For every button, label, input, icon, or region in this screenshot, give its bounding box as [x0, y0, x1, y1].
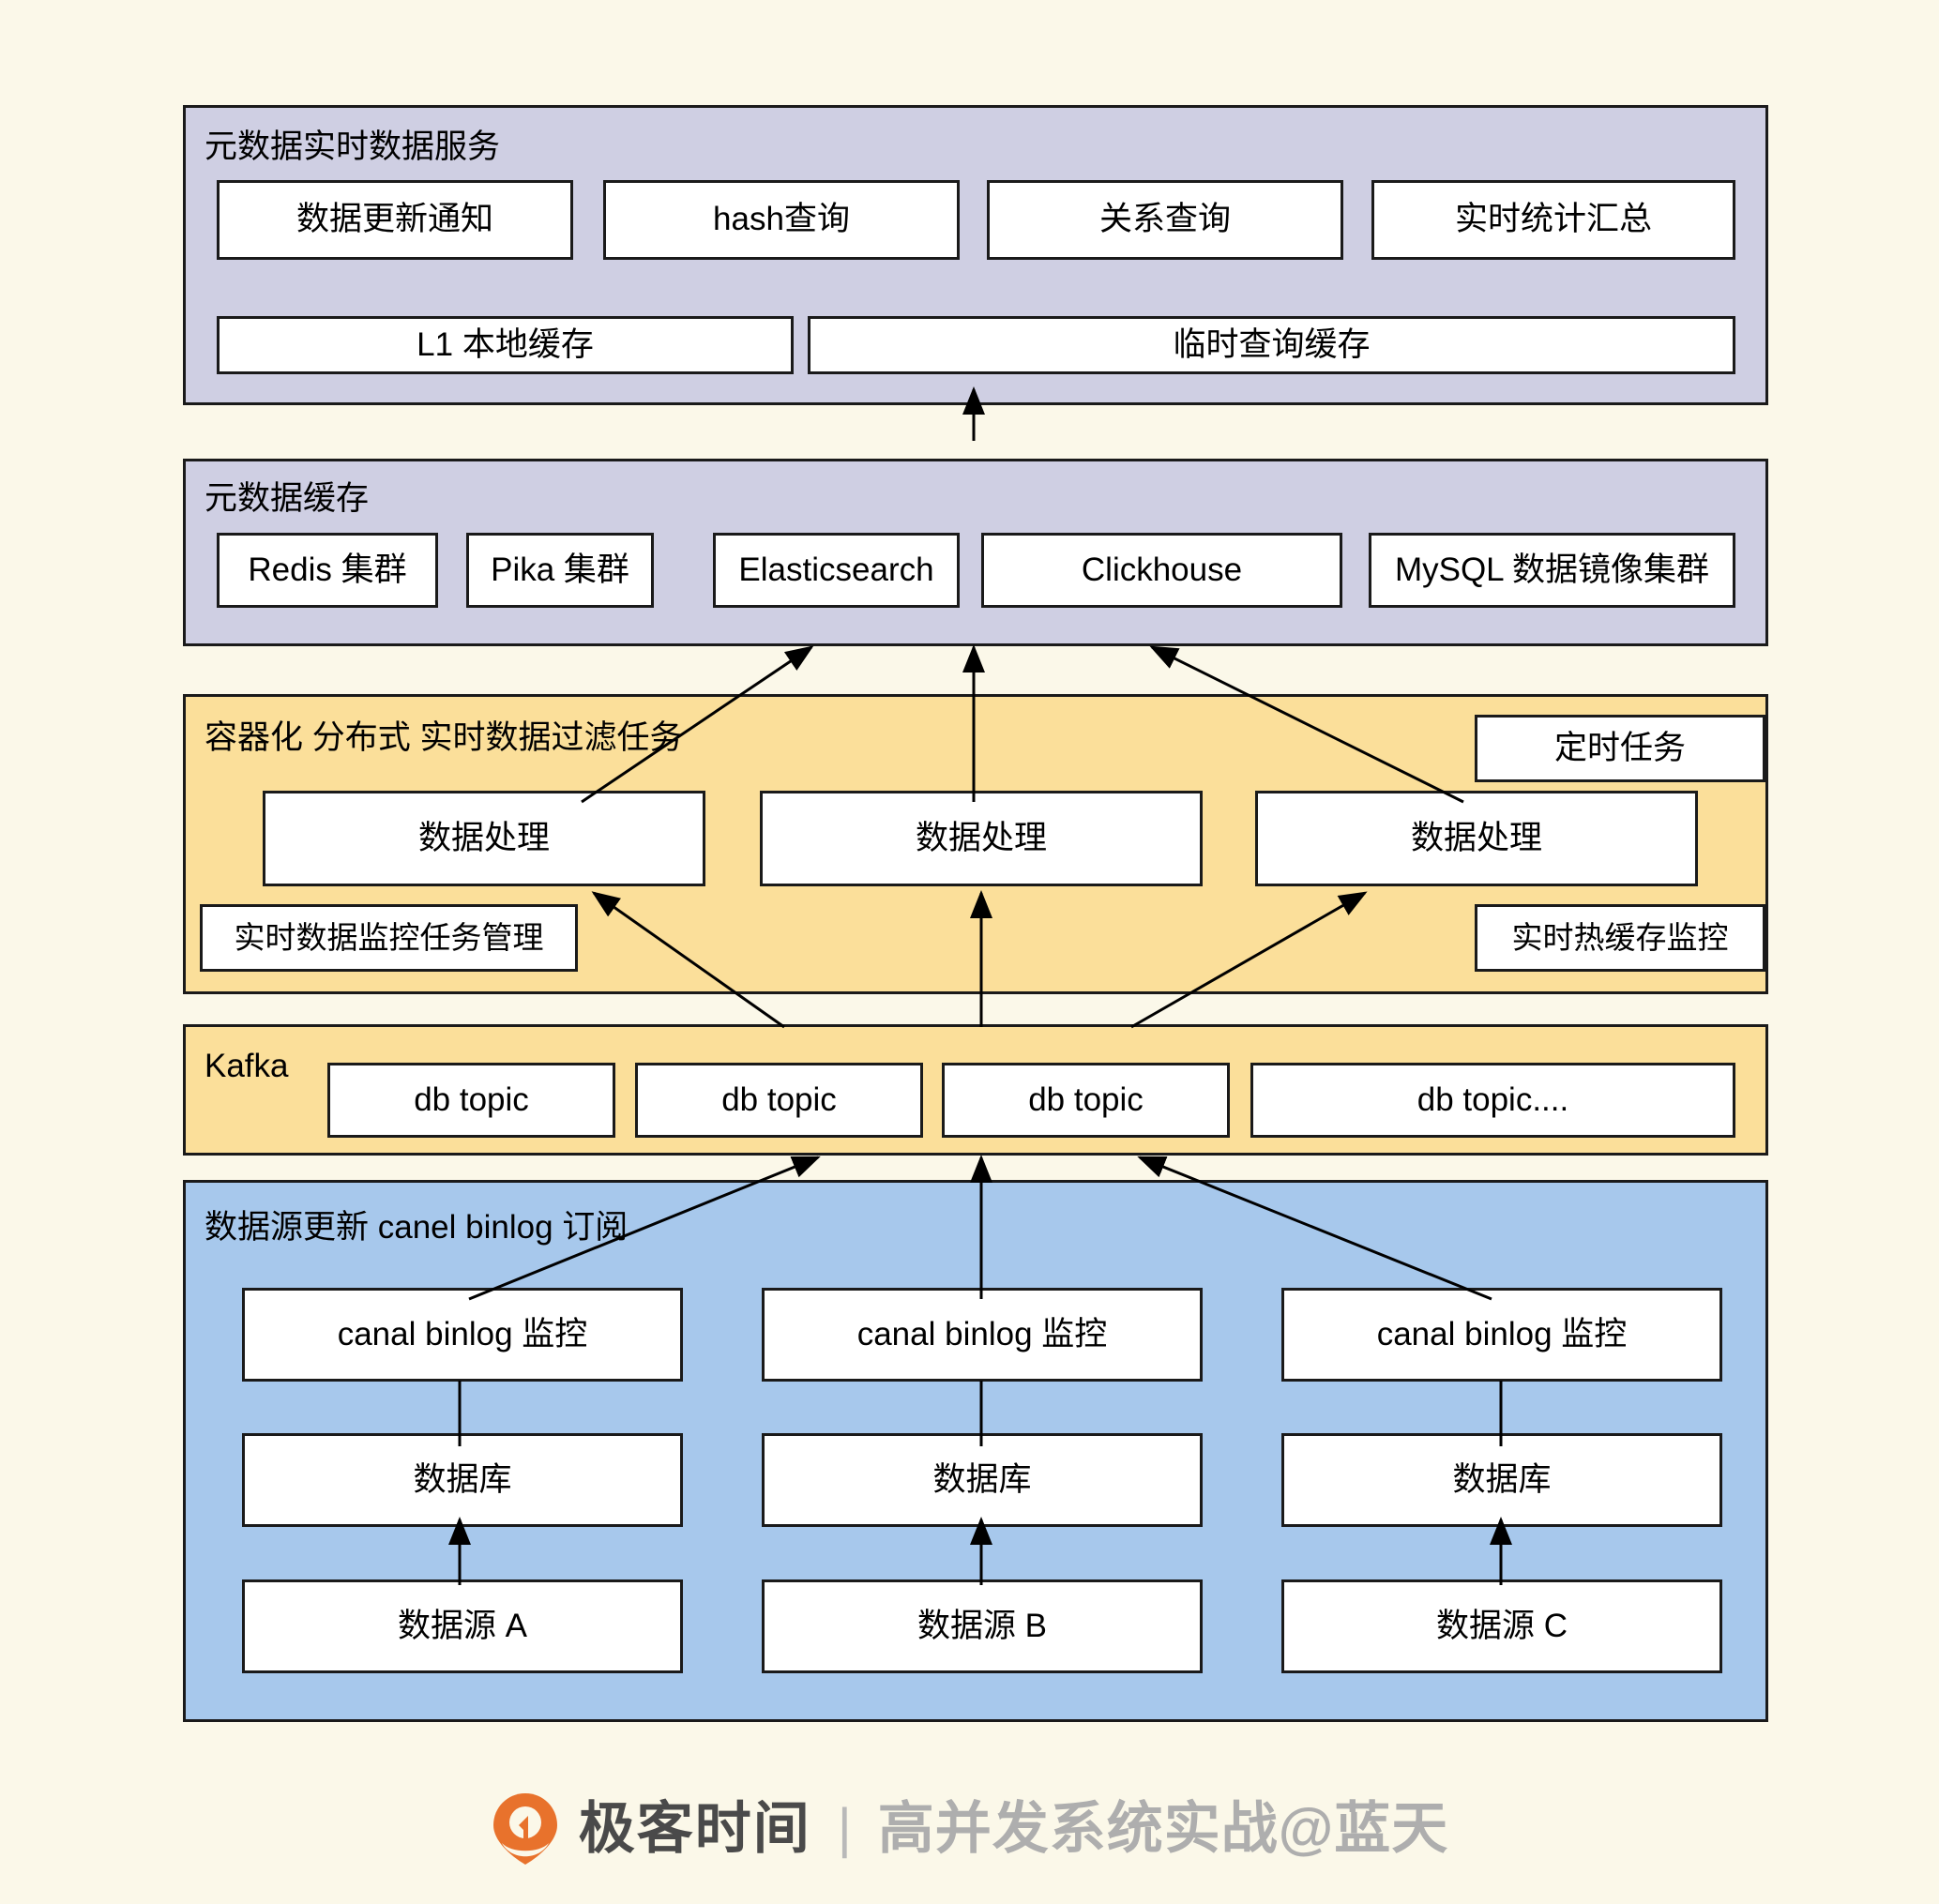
box-mysql-mirror-cluster[interactable]: MySQL 数据镜像集群 [1369, 533, 1735, 608]
box-canal-binlog-monitor-3[interactable]: canal binlog 监控 [1281, 1288, 1722, 1382]
layer-title-metadata-realtime-service: 元数据实时数据服务 [205, 128, 501, 165]
brand-name: 极客时间 [578, 1797, 811, 1860]
box-realtime-hotcache-monitor[interactable]: 实时热缓存监控 [1475, 904, 1765, 972]
box-l1-local-cache[interactable]: L1 本地缓存 [217, 316, 794, 374]
box-datasource-c[interactable]: 数据源 C [1281, 1579, 1722, 1673]
layer-title-datasource-canal-binlog: 数据源更新 canel binlog 订阅 [205, 1209, 629, 1246]
footer-watermark: 极客时间 | 高并发系统实战@蓝天 [0, 1773, 1939, 1885]
box-elasticsearch[interactable]: Elasticsearch [713, 533, 960, 608]
layer-title-metadata-cache: 元数据缓存 [205, 480, 370, 517]
box-redis-cluster[interactable]: Redis 集群 [217, 533, 438, 608]
box-kafka-topic-1[interactable]: db topic [327, 1063, 615, 1138]
box-temp-query-cache[interactable]: 临时查询缓存 [808, 316, 1735, 374]
layer-title-container-distributed-filter: 容器化 分布式 实时数据过滤任务 [205, 719, 683, 756]
brand-separator: | [837, 1798, 852, 1859]
geekbang-drop-icon [491, 1791, 560, 1866]
box-database-3[interactable]: 数据库 [1281, 1433, 1722, 1527]
box-data-update-notify[interactable]: 数据更新通知 [217, 180, 573, 260]
box-scheduled-task[interactable]: 定时任务 [1475, 715, 1765, 782]
box-kafka-topic-3[interactable]: db topic [942, 1063, 1230, 1138]
box-realtime-data-monitor-task-mgmt[interactable]: 实时数据监控任务管理 [200, 904, 578, 972]
box-clickhouse[interactable]: Clickhouse [981, 533, 1342, 608]
box-pika-cluster[interactable]: Pika 集群 [466, 533, 654, 608]
box-hash-query[interactable]: hash查询 [603, 180, 960, 260]
box-realtime-stats-summary[interactable]: 实时统计汇总 [1371, 180, 1735, 260]
box-datasource-b[interactable]: 数据源 B [762, 1579, 1203, 1673]
box-data-processing-2[interactable]: 数据处理 [760, 791, 1203, 886]
brand-subtitle: 高并发系统实战@蓝天 [877, 1797, 1449, 1860]
box-relation-query[interactable]: 关系查询 [987, 180, 1343, 260]
box-data-processing-3[interactable]: 数据处理 [1255, 791, 1698, 886]
box-data-processing-1[interactable]: 数据处理 [263, 791, 705, 886]
box-canal-binlog-monitor-1[interactable]: canal binlog 监控 [242, 1288, 683, 1382]
box-canal-binlog-monitor-2[interactable]: canal binlog 监控 [762, 1288, 1203, 1382]
layer-title-kafka: Kafka [205, 1048, 289, 1084]
box-kafka-topic-2[interactable]: db topic [635, 1063, 923, 1138]
box-kafka-topic-4[interactable]: db topic.... [1250, 1063, 1735, 1138]
box-database-2[interactable]: 数据库 [762, 1433, 1203, 1527]
box-datasource-a[interactable]: 数据源 A [242, 1579, 683, 1673]
box-database-1[interactable]: 数据库 [242, 1433, 683, 1527]
